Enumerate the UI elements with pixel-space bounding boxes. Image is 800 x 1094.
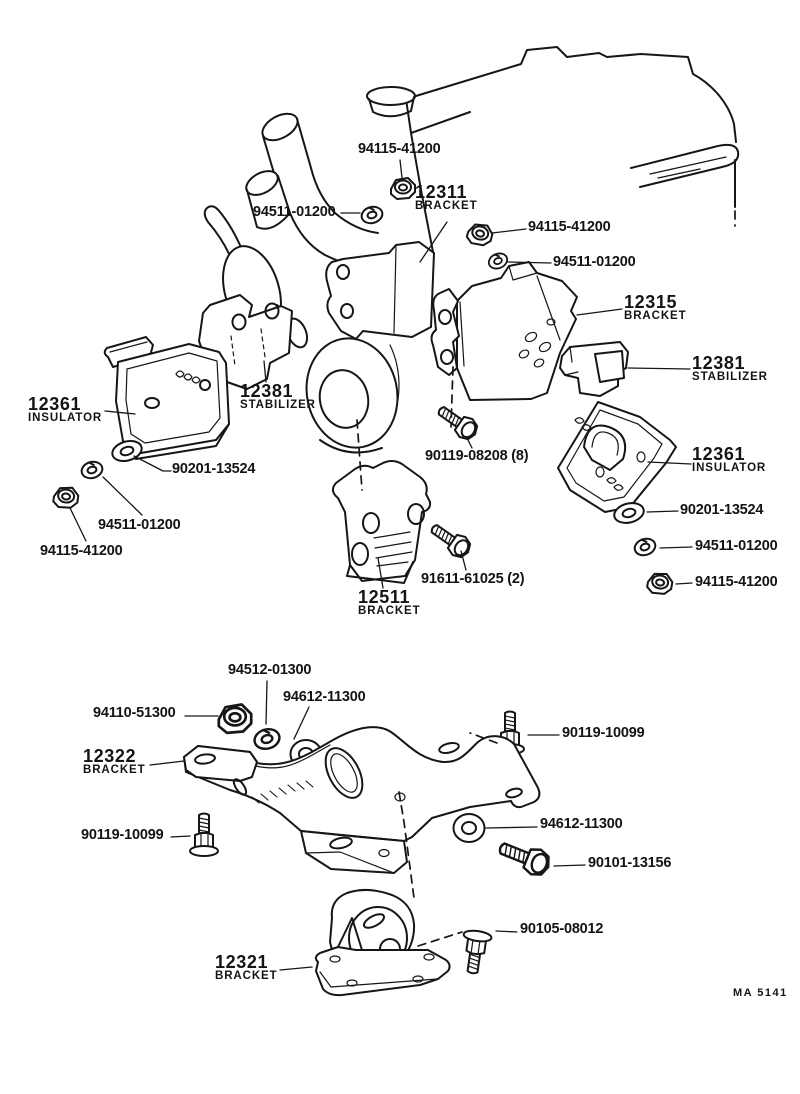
leader-lines [69,159,693,971]
part-number: 90201-13524 [172,461,256,477]
insulator-12361-left-drawing [103,336,230,460]
part-number: 12361 [692,444,746,464]
part-label-91611-61025: 91611-61025 (2) [421,571,525,587]
part-label-90105-08012: 90105-08012 [520,921,603,937]
part-name: BRACKET [215,970,278,982]
part-name: STABILIZER [240,399,316,411]
part-number: 94612-11300 [540,816,623,832]
part-label-94612-11300-top: 94612-11300 [283,689,366,705]
part-number: 94511-01200 [98,517,181,533]
part-number: 94612-11300 [283,689,366,705]
bracket-12322-drawing [183,726,541,874]
part-number: 12311 [415,182,468,202]
part-number: 91611-61025 (2) [421,571,525,587]
part-number: 12381 [692,353,746,373]
part-number: 94115-41200 [40,543,123,559]
part-number: 12322 [83,746,137,766]
part-number: 12315 [624,292,678,312]
part-label-94511-01200-left: 94511-01200 [98,517,181,533]
part-number: 94110-51300 [93,705,176,721]
insulator-12361-right-drawing [557,401,677,513]
part-label-90201-13524-right: 90201-13524 [680,502,763,518]
part-label-94612-11300-bottom: 94612-11300 [540,816,623,832]
part-number: 12361 [28,394,82,414]
part-number: 12321 [215,952,269,972]
part-number: 90119-10099 [562,725,645,741]
doc-code-text: MA 5141 [733,987,788,999]
part-number: 94512-01300 [228,662,312,678]
part-number: 90119-08208 (8) [425,448,529,464]
part-label-94115-41200-upper-right: 94115-41200 [528,219,611,235]
part-name: INSULATOR [692,462,767,474]
doc-code: MA 5141 [733,984,788,1001]
bracket-12311-drawing [325,241,435,340]
part-number: 12511 [358,587,411,607]
part-number: 94115-41200 [528,219,611,235]
part-label-94512-01300: 94512-01300 [228,662,311,678]
part-number: 94115-41200 [695,574,778,590]
part-label-94115-41200-top: 94115-41200 [358,141,441,157]
part-number: 90119-10099 [81,827,164,843]
part-label-94115-41200-left: 94115-41200 [40,543,123,559]
part-label-90201-13524-left: 90201-13524 [172,461,255,477]
part-name: STABILIZER [692,371,768,383]
bracket-12321-drawing [314,889,451,997]
part-label-94511-01200-top: 94511-01200 [253,204,336,220]
bracket-12511-drawing [332,460,432,584]
part-number: 90101-13156 [588,855,672,871]
part-label-94115-41200-right: 94115-41200 [695,574,778,590]
part-label-94511-01200-upper-right: 94511-01200 [553,254,636,270]
part-label-90119-10099-right: 90119-10099 [562,725,645,741]
part-number: 90201-13524 [680,502,764,518]
part-number: 90105-08012 [520,921,604,937]
stabilizer-12381-right-drawing [559,341,629,397]
part-number: 94511-01200 [553,254,636,270]
part-name: BRACKET [83,764,146,776]
part-number: 94115-41200 [358,141,441,157]
part-name: BRACKET [624,310,687,322]
part-name: BRACKET [415,200,478,212]
part-label-94511-01200-right: 94511-01200 [695,538,778,554]
bracket-12315-drawing [430,261,578,401]
part-number: 94511-01200 [253,204,336,220]
part-name: INSULATOR [28,412,103,424]
part-name: BRACKET [358,605,421,617]
part-label-90119-08208: 90119-08208 (8) [425,448,529,464]
assembly-dashed-lines [356,366,498,947]
part-number: 94511-01200 [695,538,778,554]
part-label-94110-51300: 94110-51300 [93,705,176,721]
part-number: 12381 [240,381,294,401]
part-label-90119-10099-left: 90119-10099 [81,827,164,843]
part-label-90101-13156: 90101-13156 [588,855,671,871]
